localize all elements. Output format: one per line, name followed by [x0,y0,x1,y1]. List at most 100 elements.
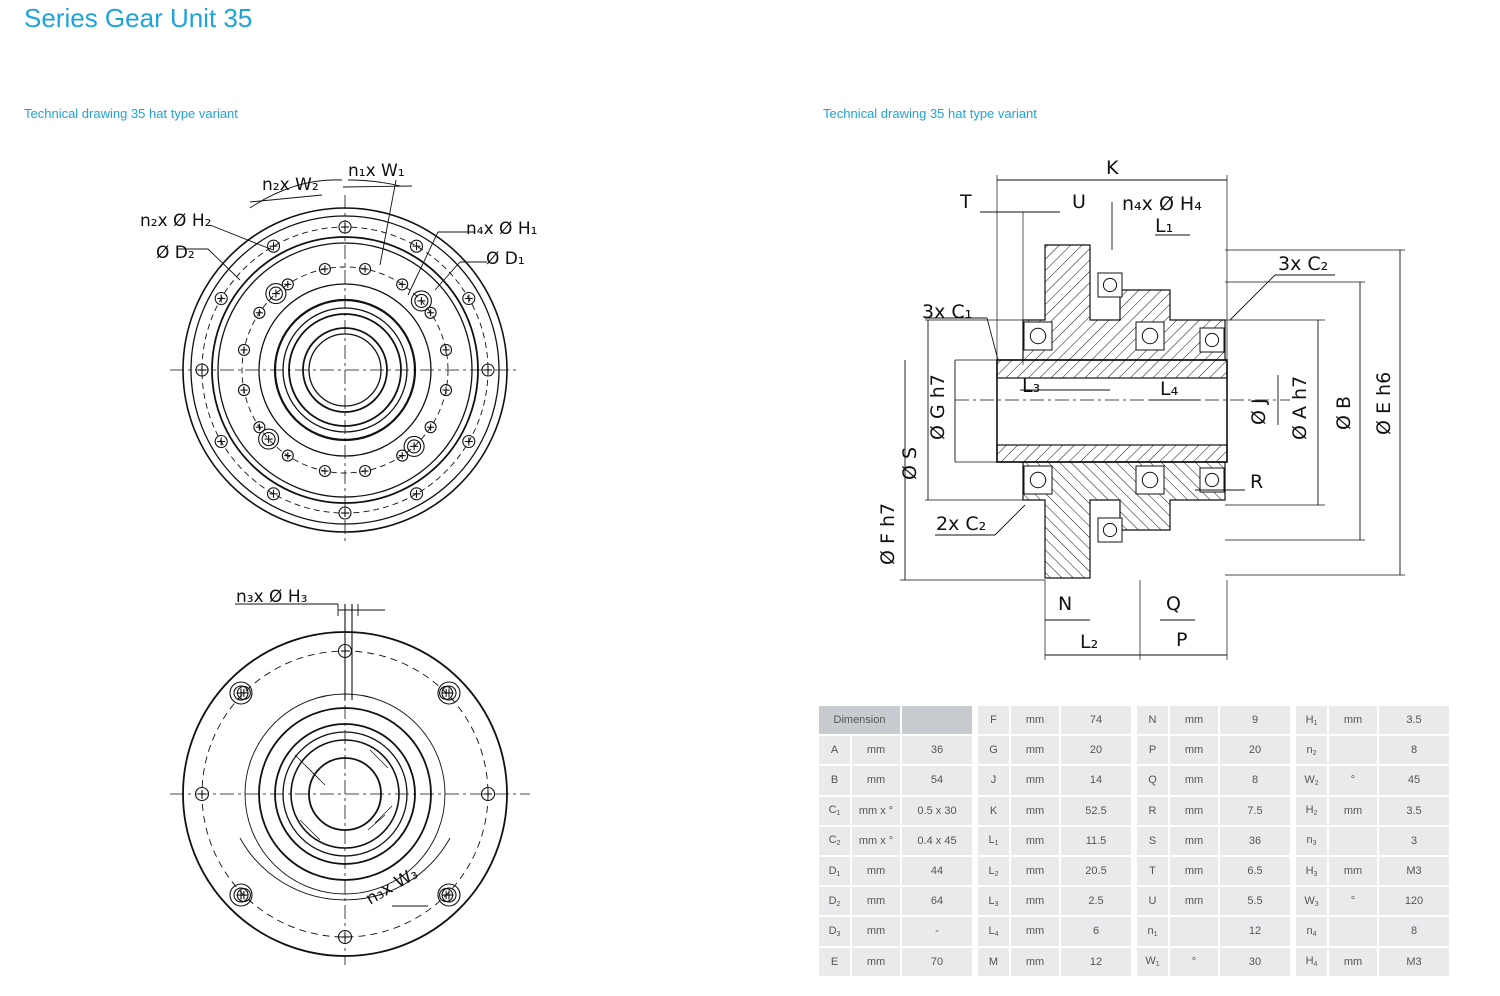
dimension-value: 2.5 [1061,887,1131,916]
label-g: Ø G h7 [927,374,949,440]
label-f: Ø F h7 [877,503,899,565]
rear-view-drawing: n₃x Ø H₃ n₃x W₃ [170,587,530,965]
dimension-value: 0.4 x 45 [902,826,972,855]
label-n3-h3: n₃x Ø H₃ [236,587,307,607]
dimension-unit [1329,917,1377,946]
dimension-label: H1 [1296,706,1327,735]
dimension-value: 20 [1061,736,1131,765]
table-gap [1133,887,1135,915]
dimension-label: F [978,706,1009,735]
label-l3: L₃ [1022,375,1040,397]
label-n3-w3: n₃x W₃ [363,864,422,910]
label-k: K [1106,157,1119,179]
dimension-value: 36 [1220,826,1290,855]
label-j: Ø J [1248,398,1270,425]
table-gap [1133,917,1135,945]
dimension-unit: mm [1170,796,1218,825]
dimension-label: C1 [819,796,850,825]
dimension-unit: mm [852,736,900,765]
label-n4-h4: n₄x Ø H₄ [1122,193,1202,215]
table-gap [974,797,976,825]
dimension-unit: ° [1329,887,1377,916]
table-gap [974,917,976,945]
table-gap [1292,857,1294,885]
dimension-label: L3 [978,887,1009,916]
label-3x-c2: 3x C₂ [1278,253,1328,275]
dimension-unit: mm [1011,856,1059,886]
table-gap [1133,857,1135,885]
table-gap [974,827,976,855]
dimension-value: 52.5 [1061,796,1131,825]
label-s: Ø S [899,447,921,480]
dimension-label: Q [1137,766,1168,795]
dimension-label: A [819,736,850,765]
dimension-label: G [978,736,1009,765]
table-gap [974,948,976,976]
dimension-value: 20.5 [1061,856,1131,886]
dimension-label: K [978,796,1009,825]
table-gap [1292,766,1294,794]
dimension-value: 8 [1379,736,1449,765]
label-n2-h2: n₂x Ø H₂ [140,211,211,231]
dimension-value: 45 [1379,766,1449,795]
dimension-value: 3.5 [1379,796,1449,825]
label-l4: L₄ [1160,378,1179,400]
table-gap [974,766,976,794]
dimension-value: 6 [1061,917,1131,946]
page-title: Series Gear Unit 35 [24,3,253,33]
dimension-unit: mm [1170,736,1218,765]
label-3x-c1: 3x C₁ [922,301,972,323]
dimension-label: D1 [819,856,850,886]
dimension-label: L4 [978,917,1009,946]
label-u: U [1072,191,1086,213]
dimension-value: 12 [1061,947,1131,976]
table-gap [1133,706,1135,734]
dimension-label: P [1137,736,1168,765]
dimension-unit: mm [1170,856,1218,886]
table-gap [1292,917,1294,945]
dimension-value: 6.5 [1220,856,1290,886]
label-d1: Ø D₁ [486,249,525,269]
dimension-unit: mm [852,917,900,946]
dimension-label: C2 [819,826,850,855]
label-n1-w1: n₁x W₁ [348,161,405,181]
label-b: Ø B [1333,396,1355,430]
table-gap [1292,827,1294,855]
dimension-label: H4 [1296,947,1327,976]
table-gap [1133,827,1135,855]
front-view-drawing: n₂x W₂ n₁x W₁ n₂x Ø H₂ n₄x Ø H₁ Ø D₂ Ø D… [140,161,537,545]
dimension-value: - [902,917,972,946]
label-l1: L₁ [1155,215,1173,237]
dimension-value: 70 [902,947,972,976]
section-view-drawing: K T U n₄x Ø H₄ L₁ 3x C₂ 3x C₁ L₃ L₄ Ø G … [877,157,1405,660]
dimension-unit: mm [1011,826,1059,855]
dimension-label: U [1137,887,1168,916]
dimension-label: M [978,947,1009,976]
dimension-value: 30 [1220,947,1290,976]
table-gap [1292,706,1294,734]
dimension-value: 20 [1220,736,1290,765]
dimension-value: 8 [1379,917,1449,946]
dimension-value: 44 [902,856,972,886]
dimension-unit: mm [1170,706,1218,735]
dimension-unit: mm [1170,826,1218,855]
label-r: R [1250,471,1263,493]
dimension-value: 3 [1379,826,1449,855]
dimension-unit: mm [852,766,900,795]
label-n: N [1058,593,1072,615]
label-p: P [1176,629,1187,651]
label-l2: L₂ [1080,631,1098,653]
dimension-unit: mm [1011,796,1059,825]
drawing-caption-left: Technical drawing 35 hat type variant [24,106,238,121]
dimension-value: 3.5 [1379,706,1449,735]
dimension-unit [1329,736,1377,765]
dimension-unit: mm [1011,706,1059,735]
label-q: Q [1166,593,1181,615]
dimension-value: 11.5 [1061,826,1131,855]
label-e: Ø E h6 [1373,372,1395,435]
